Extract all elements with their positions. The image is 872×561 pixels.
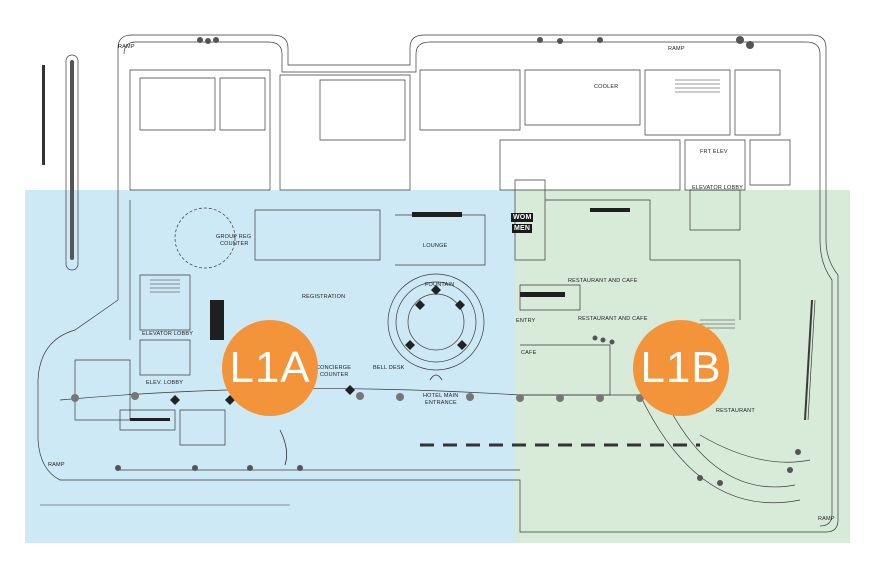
label-lounge: LOUNGE (423, 243, 448, 249)
zone-badge-l1a[interactable]: L1A (222, 320, 318, 416)
label-cooler: COOLER (594, 84, 619, 90)
label-frt-elev: FRT ELEV (700, 149, 728, 155)
label-ramp-nw: RAMP (118, 44, 135, 50)
label-ramp-sw: RAMP (48, 462, 65, 468)
label-elev-lobby: ELEV. LOBBY (146, 380, 184, 386)
label-hotel-main-2: ENTRANCE (425, 400, 457, 406)
label-wom: WOM (511, 213, 534, 222)
label-fountain: FOUNTAIN (425, 282, 455, 288)
zone-badge-l1b[interactable]: L1B (633, 320, 729, 416)
label-ramp-se: RAMP (818, 516, 835, 522)
label-cafe: CAFE (521, 350, 537, 356)
label-registration: REGISTRATION (302, 294, 346, 300)
label-bell-desk: BELL DESK (373, 365, 405, 371)
label-restaurant: RESTAURANT (716, 408, 755, 414)
label-elevator-lobby-west: ELEVATOR LOBBY (142, 331, 194, 337)
label-men: MEN (512, 224, 533, 233)
label-ramp-ne: RAMP (668, 46, 685, 52)
label-concierge-1: CONCIERGE (316, 365, 352, 371)
label-elevator-lobby-east: ELEVATOR LOBBY (692, 185, 744, 191)
label-hotel-main-1: HOTEL MAIN (423, 393, 459, 399)
label-restaurant-cafe-2: RESTAURANT AND CAFE (578, 316, 648, 322)
label-entry: ENTRY (516, 318, 536, 324)
label-group-reg-1: GROUP REG (216, 234, 252, 240)
label-concierge-2: COUNTER (320, 372, 349, 378)
label-group-reg-2: COUNTER (220, 241, 249, 247)
label-restaurant-cafe-1: RESTAURANT AND CAFE (568, 278, 638, 284)
